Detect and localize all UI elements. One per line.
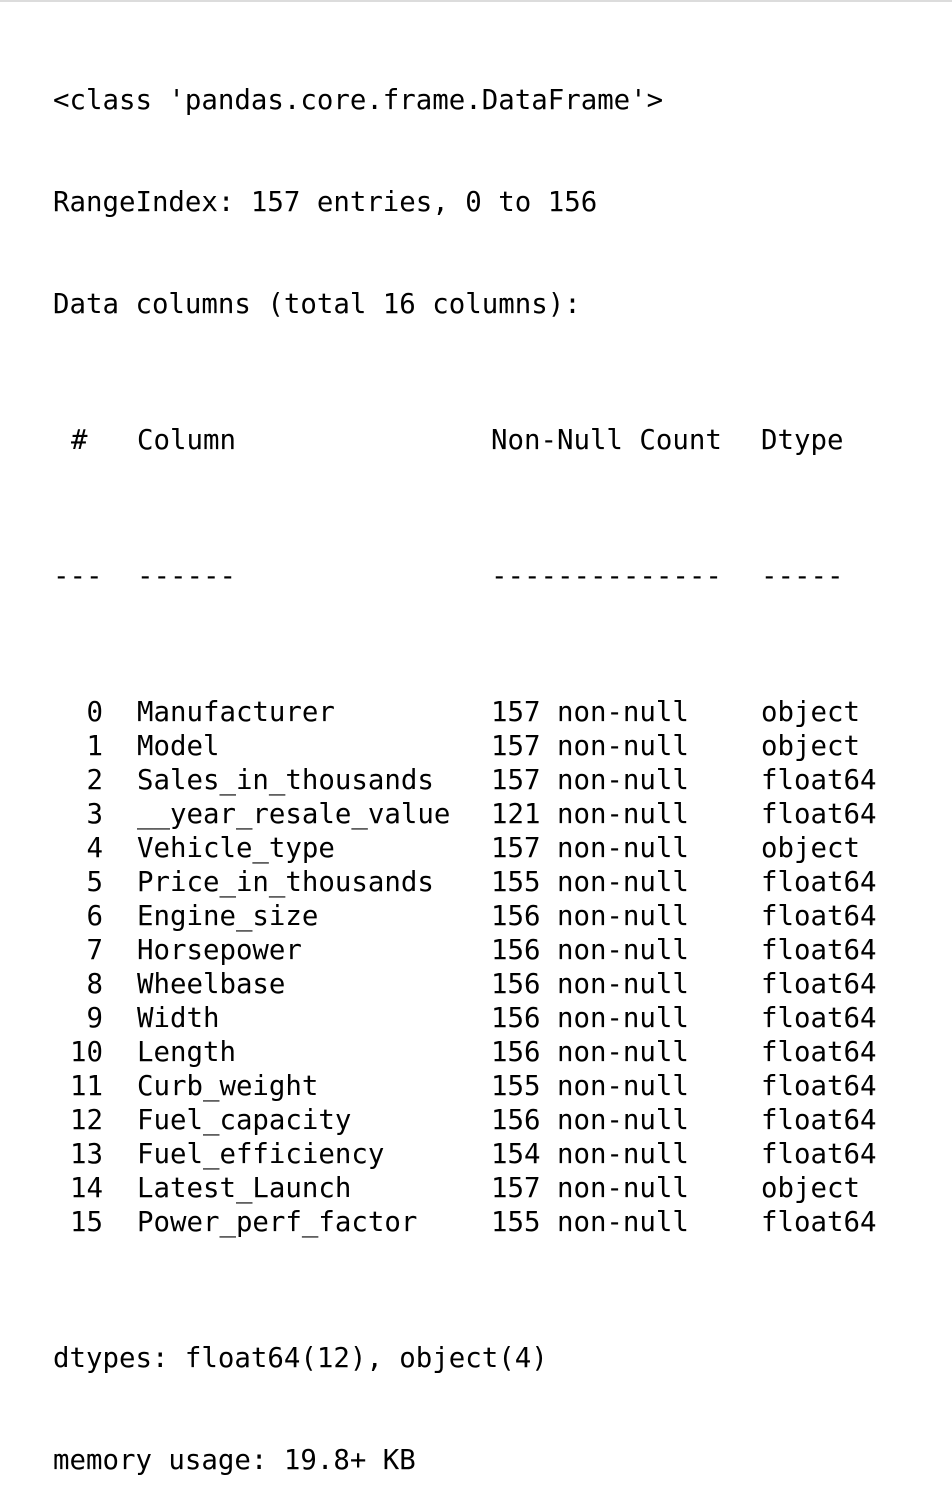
row-index: 4: [86, 833, 104, 864]
row-non-null-count: 157 non-null: [491, 765, 689, 796]
row-index: 7: [86, 935, 104, 966]
dtypes-summary: dtypes: float64(12), object(4): [53, 1343, 548, 1374]
header-dtype: Dtype: [761, 425, 844, 456]
row-non-null-count: 156 non-null: [491, 969, 689, 1000]
row-non-null-count: 155 non-null: [491, 1071, 689, 1102]
table-row: 10 Length 156 non-null float64: [53, 1036, 876, 1070]
table-row: 8 Wheelbase 156 non-null float64: [53, 968, 877, 1002]
row-non-null-count: 156 non-null: [491, 1037, 689, 1068]
row-dtype: float64: [761, 765, 877, 796]
table-row: 11 Curb_weight 155 non-null float64: [53, 1070, 876, 1104]
row-non-null-count: 157 non-null: [491, 833, 689, 864]
table-row: 13 Fuel_efficiency 154 non-null float64: [53, 1138, 876, 1172]
row-dtype: float64: [761, 935, 877, 966]
row-dtype: float64: [761, 969, 877, 1000]
row-non-null-count: 121 non-null: [491, 799, 689, 830]
table-header: # Column Non-Null Count Dtype: [53, 424, 843, 458]
row-dtype: object: [761, 731, 860, 762]
row-dtype: float64: [761, 1207, 877, 1238]
table-row: 0 Manufacturer 157 non-null object: [53, 696, 860, 730]
row-dtype: float64: [761, 799, 877, 830]
row-dtype: float64: [761, 1003, 877, 1034]
row-index: 14: [70, 1173, 103, 1204]
row-column-name: Power_perf_factor: [137, 1207, 418, 1238]
row-non-null-count: 157 non-null: [491, 731, 689, 762]
row-non-null-count: 157 non-null: [491, 1173, 689, 1204]
row-index: 13: [70, 1139, 103, 1170]
row-non-null-count: 155 non-null: [491, 867, 689, 898]
row-non-null-count: 156 non-null: [491, 935, 689, 966]
row-column-name: Curb_weight: [137, 1071, 319, 1102]
row-dtype: object: [761, 833, 860, 864]
row-dtype: object: [761, 697, 860, 728]
row-index: 6: [86, 901, 104, 932]
row-column-name: Latest_Launch: [137, 1173, 352, 1204]
row-column-name: Fuel_capacity: [137, 1105, 352, 1136]
row-dtype: float64: [761, 867, 877, 898]
row-column-name: Manufacturer: [137, 697, 335, 728]
table-row: 7 Horsepower 156 non-null float64: [53, 934, 877, 968]
table-row: 5 Price_in_thousands 155 non-null float64: [53, 866, 877, 900]
table-row: 6 Engine_size 156 non-null float64: [53, 900, 877, 934]
row-dtype: float64: [761, 1037, 877, 1068]
row-non-null-count: 157 non-null: [491, 697, 689, 728]
table-row: 1 Model 157 non-null object: [53, 730, 860, 764]
underline-column: ------: [137, 561, 236, 592]
row-index: 10: [70, 1037, 103, 1068]
range-index-line: RangeIndex: 157 entries, 0 to 156: [53, 187, 598, 218]
row-non-null-count: 156 non-null: [491, 1003, 689, 1034]
table-row: 4 Vehicle_type 157 non-null object: [53, 832, 860, 866]
row-index: 3: [86, 799, 104, 830]
row-dtype: float64: [761, 1139, 877, 1170]
header-count: Non-Null Count: [491, 425, 722, 456]
underline-index: ---: [53, 561, 103, 592]
row-index: 9: [86, 1003, 104, 1034]
dataframe-info-output: <class 'pandas.core.frame.DataFrame'> Ra…: [53, 16, 877, 1512]
memory-usage: memory usage: 19.8+ KB: [53, 1445, 416, 1476]
row-column-name: Length: [137, 1037, 236, 1068]
row-index: 0: [86, 697, 104, 728]
row-dtype: float64: [761, 1071, 877, 1102]
underline-dtype: -----: [761, 561, 844, 592]
table-row: 14 Latest_Launch 157 non-null object: [53, 1172, 860, 1206]
row-dtype: float64: [761, 1105, 877, 1136]
row-index: 5: [86, 867, 104, 898]
table-header-underline: --- ------ -------------- -----: [53, 560, 843, 594]
row-column-name: Model: [137, 731, 220, 762]
row-non-null-count: 154 non-null: [491, 1139, 689, 1170]
table-row: 15 Power_perf_factor 155 non-null float64: [53, 1206, 876, 1240]
row-column-name: Sales_in_thousands: [137, 765, 434, 796]
row-non-null-count: 156 non-null: [491, 1105, 689, 1136]
row-index: 12: [70, 1105, 103, 1136]
underline-count: --------------: [491, 561, 722, 592]
row-column-name: Fuel_efficiency: [137, 1139, 385, 1170]
table-row: 12 Fuel_capacity 156 non-null float64: [53, 1104, 876, 1138]
table-row: 9 Width 156 non-null float64: [53, 1002, 877, 1036]
row-column-name: Price_in_thousands: [137, 867, 434, 898]
data-columns-line: Data columns (total 16 columns):: [53, 289, 581, 320]
row-index: 1: [86, 731, 104, 762]
row-column-name: Engine_size: [137, 901, 319, 932]
row-column-name: Vehicle_type: [137, 833, 335, 864]
top-divider: [0, 0, 952, 2]
table-row: 2 Sales_in_thousands 157 non-null float64: [53, 764, 877, 798]
row-index: 2: [86, 765, 104, 796]
row-column-name: Horsepower: [137, 935, 302, 966]
row-non-null-count: 155 non-null: [491, 1207, 689, 1238]
row-index: 11: [70, 1071, 103, 1102]
row-dtype: object: [761, 1173, 860, 1204]
row-index: 15: [70, 1207, 103, 1238]
row-dtype: float64: [761, 901, 877, 932]
row-column-name: Wheelbase: [137, 969, 286, 1000]
row-column-name: Width: [137, 1003, 220, 1034]
row-non-null-count: 156 non-null: [491, 901, 689, 932]
header-column: Column: [137, 425, 236, 456]
row-column-name: __year_resale_value: [137, 799, 451, 830]
row-index: 8: [86, 969, 104, 1000]
class-line: <class 'pandas.core.frame.DataFrame'>: [53, 85, 664, 116]
header-index: #: [71, 425, 88, 456]
table-row: 3 __year_resale_value 121 non-null float64: [53, 798, 877, 832]
